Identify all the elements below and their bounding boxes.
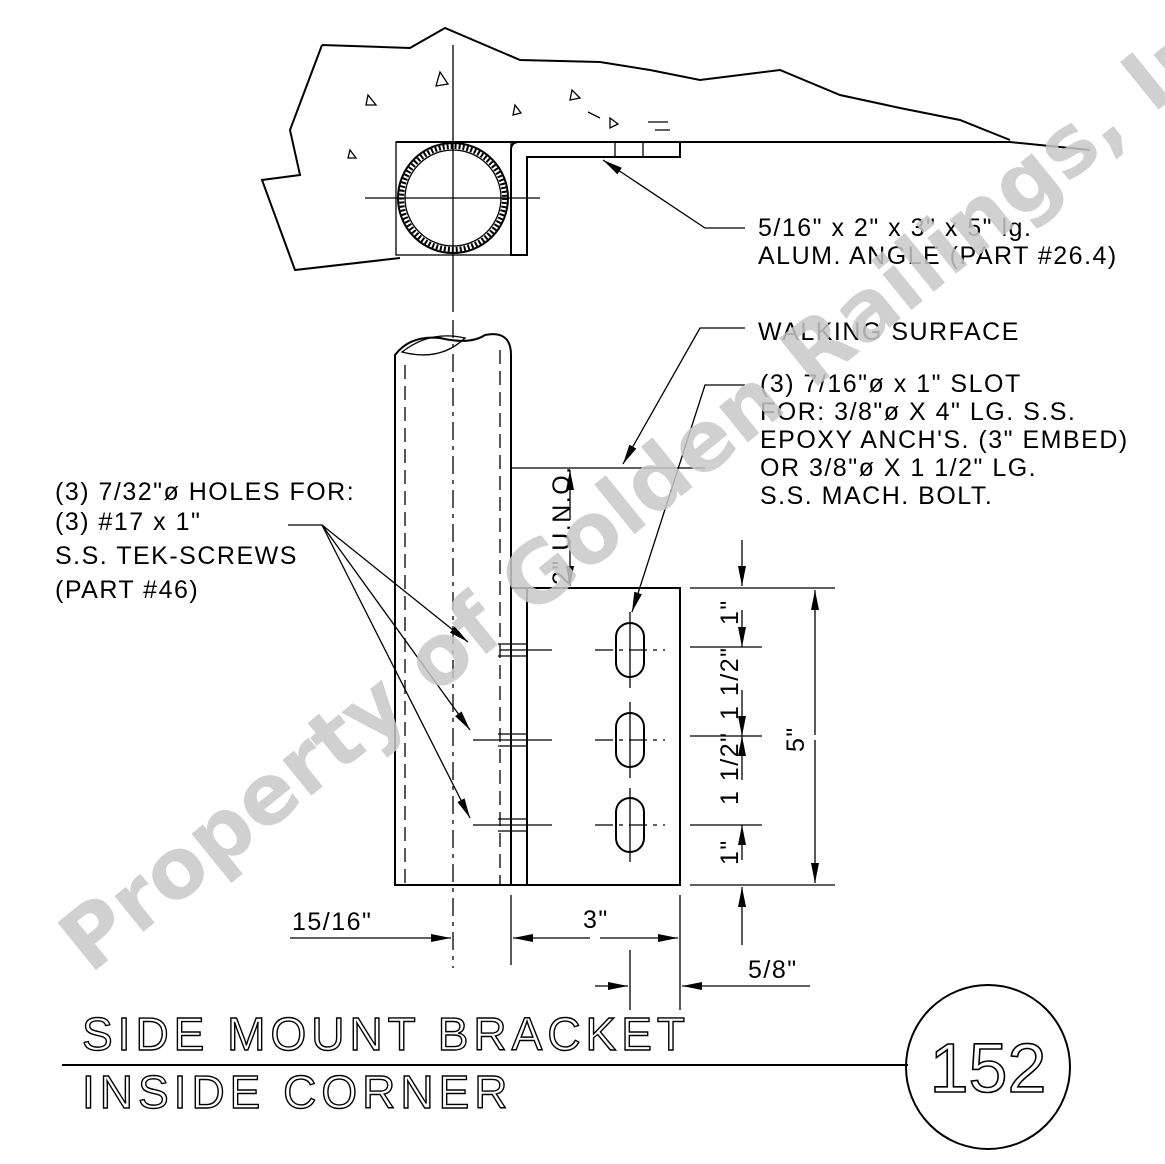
title-line-2: INSIDE CORNER (82, 1066, 512, 1118)
bottom-dimensions: 15/16" 3" 5/8" (290, 895, 810, 1010)
holes-leader-1 (321, 524, 469, 643)
svg-text:3": 3" (583, 906, 609, 934)
detail-bubble (905, 984, 1071, 1150)
slots (595, 612, 665, 862)
svg-text:1": 1" (716, 599, 744, 625)
slot-callout: (3) 7/16"ø x 1" SLOT FOR: 3/8"ø X 4" LG.… (760, 370, 1137, 510)
slot-leader (631, 384, 745, 613)
screw-holes (473, 643, 552, 832)
svg-text:15/16": 15/16" (292, 908, 372, 936)
bracket-plate (526, 587, 681, 886)
walking-surface-leader (622, 327, 745, 465)
title-line-1: SIDE MOUNT BRACKET (82, 1008, 690, 1060)
overall-dimension: 5" (782, 726, 810, 752)
post-cut-end (400, 335, 467, 356)
concrete-aggregate (347, 70, 670, 159)
walking-surface-callout: WALKING SURFACE (758, 318, 1020, 346)
title-block: SIDE MOUNT BRACKET INSIDE CORNER 152 (62, 984, 1071, 1150)
svg-text:1 1/2": 1 1/2" (716, 647, 744, 720)
svg-text:1": 1" (716, 839, 744, 865)
detail-number: 152 (930, 1029, 1047, 1107)
aluminum-angle-plan (510, 141, 681, 256)
angle-leader (602, 159, 745, 229)
elevation-view: 2" U.N.O. WALKING SURFACE (3) 7/16"ø x 1… (55, 318, 1137, 1010)
right-dimension-chain: 1" 1 1/2" 1 1/2" 1" 5" (690, 540, 835, 945)
holes-leader-3 (321, 524, 471, 819)
svg-text:5/8": 5/8" (748, 956, 798, 984)
holes-leader-2 (321, 524, 471, 731)
holes-callout: (3) 7/32"ø HOLES FOR: (3) #17 x 1" S.S. … (55, 478, 364, 604)
plan-view: 5/16" x 2" x 3" x 5" lg. ALUM. ANGLE (PA… (260, 26, 1118, 312)
svg-text:1 1/2": 1 1/2" (716, 732, 744, 805)
post-outline (394, 333, 512, 886)
angle-callout: 5/16" x 2" x 3" x 5" lg. ALUM. ANGLE (PA… (758, 214, 1118, 270)
uno-dimension: 2" U.N.O. (548, 465, 576, 585)
